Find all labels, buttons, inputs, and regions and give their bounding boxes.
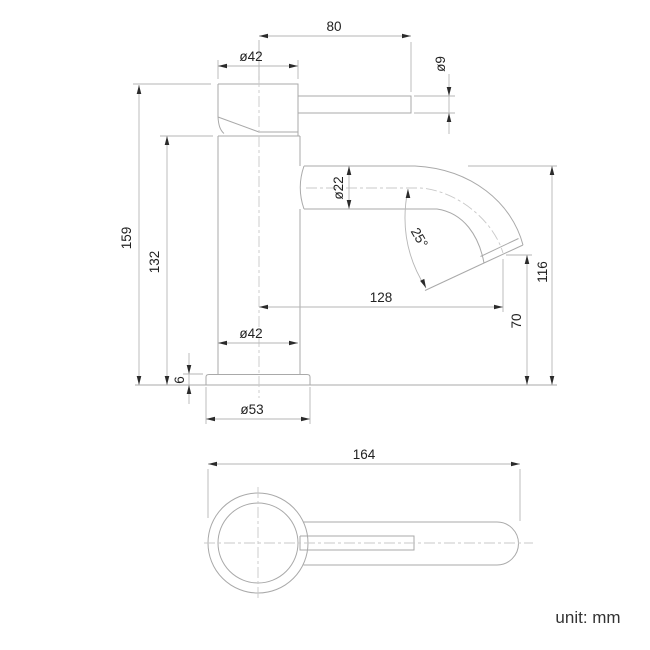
centerlines (204, 76, 533, 601)
dim-164-lines (207, 463, 521, 521)
dim-d53-lines (205, 387, 311, 424)
body-outline (217, 135, 301, 375)
dim-body-height-label: 132 (147, 251, 162, 274)
dim-cap-diameter-label: ø42 (239, 49, 262, 64)
dim-spout-reach-label: 128 (370, 290, 393, 305)
dim-spout-top-height-label: 116 (535, 261, 550, 283)
dim-116-lines (468, 165, 557, 385)
dim-25deg-arc (404, 188, 427, 289)
dim-rod-diameter-label: ø9 (433, 56, 448, 72)
handle-cap-outline (217, 83, 299, 136)
outlet-inner-edge (480, 238, 519, 257)
dim-132-lines (160, 135, 213, 385)
handle-lever-outline (303, 521, 519, 566)
dim-spout-angle-label: 25° (408, 225, 431, 250)
dim-outlet-height-label: 70 (509, 313, 524, 328)
base-plate-outline (205, 374, 311, 385)
unit-note: unit: mm (555, 608, 620, 627)
dim-body-diameter-label: ø42 (239, 326, 262, 341)
dim-6-lines (183, 353, 203, 404)
dim-total-height-label: 159 (119, 227, 134, 250)
front-view (135, 83, 557, 386)
dimension-labels: 80 ø42 ø9 159 132 ø22 25° 128 116 70 ø42… (119, 19, 550, 462)
dim-d9-lines (414, 74, 455, 134)
spout-axis-centerline (306, 187, 504, 254)
dim-base-thickness-label: 6 (172, 376, 187, 384)
handle-rod-top-outline (299, 535, 415, 551)
handle-rod-outline (298, 95, 412, 114)
spout-outline (299, 165, 524, 264)
dim-handle-length-label: 80 (326, 19, 341, 34)
dimension-arrowheads (136, 33, 555, 467)
dimension-lines (133, 35, 557, 521)
dim-handle-overall-length-label: 164 (353, 447, 376, 462)
dim-70-lines (506, 254, 532, 385)
dim-159-lines (133, 83, 211, 385)
dim-cap-d42-lines (217, 60, 299, 79)
dim-base-diameter-label: ø53 (240, 402, 263, 417)
dim-80-lines (258, 35, 412, 92)
dim-spout-tube-diameter-label: ø22 (331, 176, 346, 199)
dim-128-lines (259, 259, 504, 312)
outlet-face-extension (424, 262, 485, 291)
